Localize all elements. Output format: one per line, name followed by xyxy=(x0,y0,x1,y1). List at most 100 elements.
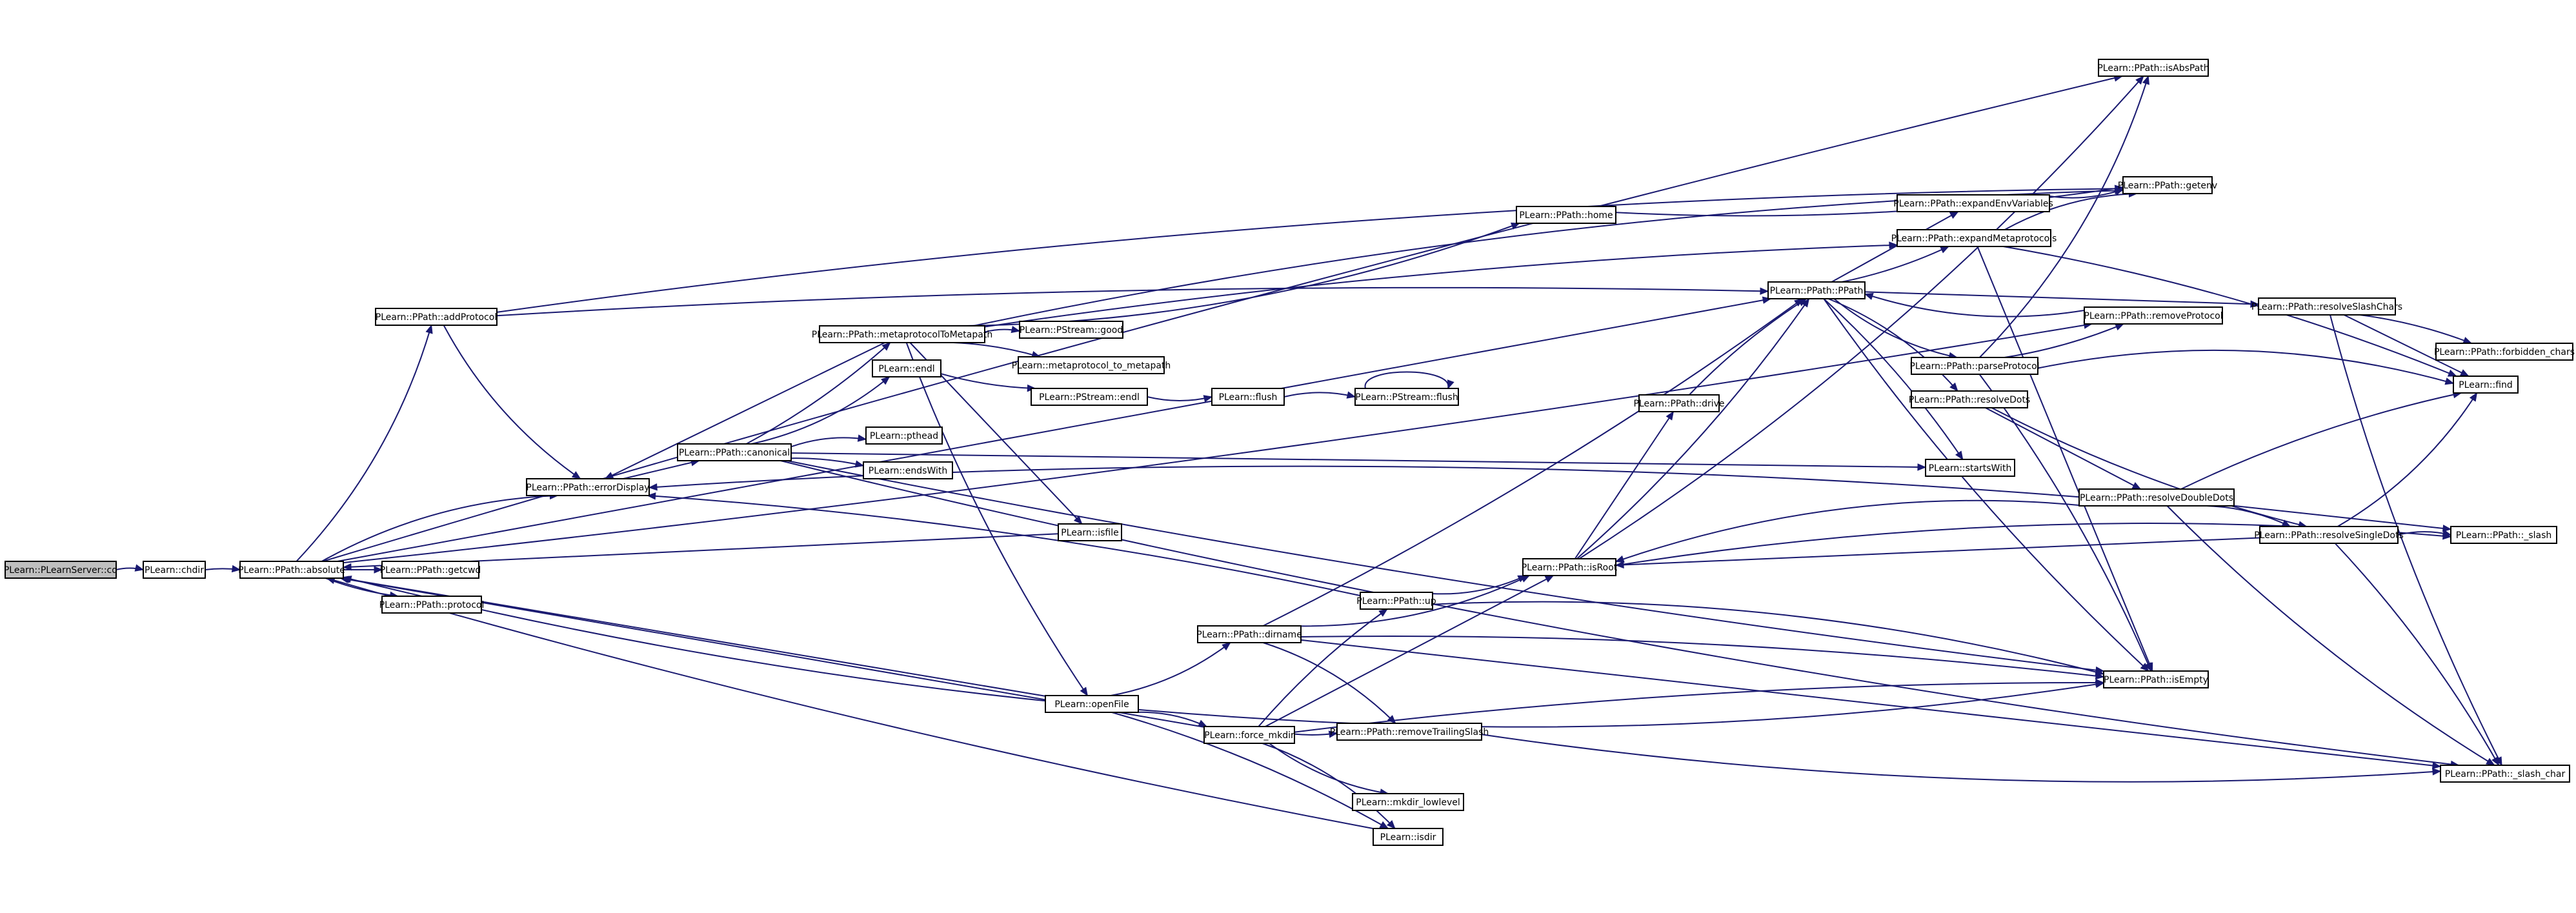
node-box xyxy=(375,308,498,326)
node-label: PLearn::isdir xyxy=(1380,832,1436,843)
node-psflush[interactable]: PLearn::PStream::flush xyxy=(1354,388,1459,406)
edge-line xyxy=(1300,639,2441,767)
edge-arrowhead xyxy=(2469,392,2478,402)
edge-line xyxy=(1615,186,2124,217)
edge-line xyxy=(2037,349,2454,385)
node-flush[interactable]: PLearn::flush xyxy=(1211,388,1285,406)
edge-arrowhead xyxy=(604,472,614,479)
edge-arrowhead xyxy=(2131,482,2142,490)
node-box xyxy=(2435,343,2573,361)
node-isfile[interactable]: PLearn::isfile xyxy=(1058,523,1122,541)
node-resolveDots[interactable]: PLearn::PPath::resolveDots xyxy=(1909,390,2030,408)
edge-line xyxy=(327,577,1374,830)
edge-line xyxy=(1985,407,2141,490)
edge-line xyxy=(1689,298,1807,396)
node-dirname[interactable]: PLearn::PPath::dirname xyxy=(1196,625,1302,643)
node-m2m[interactable]: PLearn::PPath::metaprotocolToMetapath xyxy=(812,325,992,343)
node-removeTrailing[interactable]: PLearn::PPath::removeTrailingSlash xyxy=(1330,723,1489,741)
node-box xyxy=(1925,459,2015,477)
edge-parseProtocol-to-isEmpty xyxy=(1978,374,2152,672)
node-removeProtocol[interactable]: PLearn::PPath::removeProtocol xyxy=(2084,306,2223,325)
node-box xyxy=(2259,526,2399,544)
node-box xyxy=(526,478,650,496)
node-box xyxy=(1336,723,1482,741)
edge-arrowhead xyxy=(2432,768,2442,776)
node-label: PLearn::PPath::protocol xyxy=(379,600,485,610)
node-isRoot[interactable]: PLearn::PPath::isRoot xyxy=(1522,558,1618,576)
edge-endl-to-psendl xyxy=(940,373,1036,392)
node-label: PLearn::PPath::isRoot xyxy=(1522,563,1618,573)
node-psgood[interactable]: PLearn::PStream::good xyxy=(1019,321,1123,339)
node-box xyxy=(2453,376,2519,394)
edge-arrowhead xyxy=(2115,323,2124,331)
edge-forcemkdir-to-isdir xyxy=(1262,743,1396,829)
node-resolveSlash[interactable]: PLearn::PPath::resolveSlashChars xyxy=(2251,297,2402,316)
node-forcemkdir[interactable]: PLearn::force_mkdir xyxy=(1203,726,1295,744)
node-canonical[interactable]: PLearn::PPath::canonical xyxy=(677,443,792,461)
edge-line xyxy=(790,457,864,467)
edge-isdir-to-absolute xyxy=(326,576,1374,830)
node-label: PLearn::PPath::resolveDots xyxy=(1909,395,2030,405)
node-getenv[interactable]: PLearn::PPath::getenv xyxy=(2118,176,2217,194)
node-mkdirlow[interactable]: PLearn::mkdir_lowlevel xyxy=(1352,793,1464,811)
node-protocol[interactable]: PLearn::PPath::protocol xyxy=(379,596,485,614)
edge-line xyxy=(1265,575,1554,727)
node-getcwd[interactable]: PLearn::PPath::getcwd xyxy=(380,561,481,579)
edge-line xyxy=(1263,642,1396,724)
node-isEmpty[interactable]: PLearn::PPath::isEmpty xyxy=(2103,670,2209,688)
edge-line xyxy=(787,460,2104,672)
edge-line xyxy=(1578,75,2144,559)
node-expandEnv[interactable]: PLearn::PPath::expandEnvVariables xyxy=(1893,194,2053,212)
node-endl[interactable]: PLearn::endl xyxy=(872,359,941,377)
node-expandMeta[interactable]: PLearn::PPath::expandMetaprotocols xyxy=(1891,229,2057,247)
edge-line xyxy=(1831,211,1959,283)
node-find[interactable]: PLearn::find xyxy=(2453,376,2519,394)
edge-arrowhead xyxy=(1517,575,1527,583)
node-drive[interactable]: PLearn::PPath::drive xyxy=(1633,394,1725,412)
edge-canonical-to-pthead xyxy=(790,434,867,448)
node-chdir[interactable]: PLearn::chdir xyxy=(143,561,206,579)
node-addProtocol[interactable]: PLearn::PPath::addProtocol xyxy=(375,308,498,326)
node-box xyxy=(2258,297,2396,316)
node-box xyxy=(2122,176,2213,194)
node-openFile[interactable]: PLearn::openFile xyxy=(1045,695,1139,713)
node-slashchar[interactable]: PLearn::PPath::_slash_char xyxy=(2440,765,2570,783)
node-errorDisplay[interactable]: PLearn::PPath::errorDisplay xyxy=(526,478,650,496)
edge-arrowhead xyxy=(2462,337,2473,344)
edge-line xyxy=(321,495,558,562)
node-home[interactable]: PLearn::PPath::home xyxy=(1516,206,1616,224)
edge-resolveDots-to-resolveDoubleDots xyxy=(1985,407,2142,490)
node-slash[interactable]: PLearn::PPath::_slash xyxy=(2450,526,2557,544)
edge-line xyxy=(2166,505,2495,766)
edge-line xyxy=(949,223,1520,326)
node-absolute[interactable]: PLearn::PPath::absolute xyxy=(238,561,345,579)
node-PPath[interactable]: PLearn::PPath::PPath xyxy=(1767,281,1866,299)
node-resolveSingle[interactable]: PLearn::PPath::resolveSingleDots xyxy=(2254,526,2404,544)
edge-line xyxy=(2359,314,2472,344)
node-endsWith[interactable]: PLearn::endsWith xyxy=(863,461,953,479)
node-isdir[interactable]: PLearn::isdir xyxy=(1373,828,1444,846)
edge-PPath-to-startsWith xyxy=(1823,298,1964,461)
node-pthead[interactable]: PLearn::pthead xyxy=(865,426,943,445)
edge-line xyxy=(605,342,885,479)
node-cd[interactable]: PLearn::PLearnServer::cd xyxy=(4,561,117,579)
node-box xyxy=(1373,828,1444,846)
edge-line xyxy=(746,342,891,445)
node-up[interactable]: PLearn::PPath::up xyxy=(1356,592,1436,610)
node-label: PLearn::PPath::getenv xyxy=(2118,181,2217,191)
node-isAbsPath[interactable]: PLearn::PPath::isAbsPath xyxy=(2097,59,2209,77)
node-mtm[interactable]: PLearn::metaprotocol_to_metapath xyxy=(1012,356,1171,374)
edge-line xyxy=(1977,246,2153,672)
node-label: PLearn::PStream::flush xyxy=(1355,392,1458,403)
edge-line xyxy=(1576,298,1810,559)
node-psendl[interactable]: PLearn::PStream::endl xyxy=(1031,388,1148,406)
node-startsWith[interactable]: PLearn::startsWith xyxy=(1925,459,2015,477)
node-forbidden[interactable]: PLearn::PPath::forbidden_chars xyxy=(2434,343,2575,361)
node-resolveDoubleDots[interactable]: PLearn::PPath::resolveDoubleDots xyxy=(2078,488,2235,507)
node-parseProtocol[interactable]: PLearn::PPath::parseProtocol xyxy=(1909,357,2040,375)
edge-isRoot-to-PPath xyxy=(1576,297,1810,559)
node-box xyxy=(1058,523,1122,541)
node-label: PLearn::startsWith xyxy=(1929,463,2012,474)
edge-line xyxy=(1283,392,1356,397)
edge-arrowhead xyxy=(1760,287,1769,295)
